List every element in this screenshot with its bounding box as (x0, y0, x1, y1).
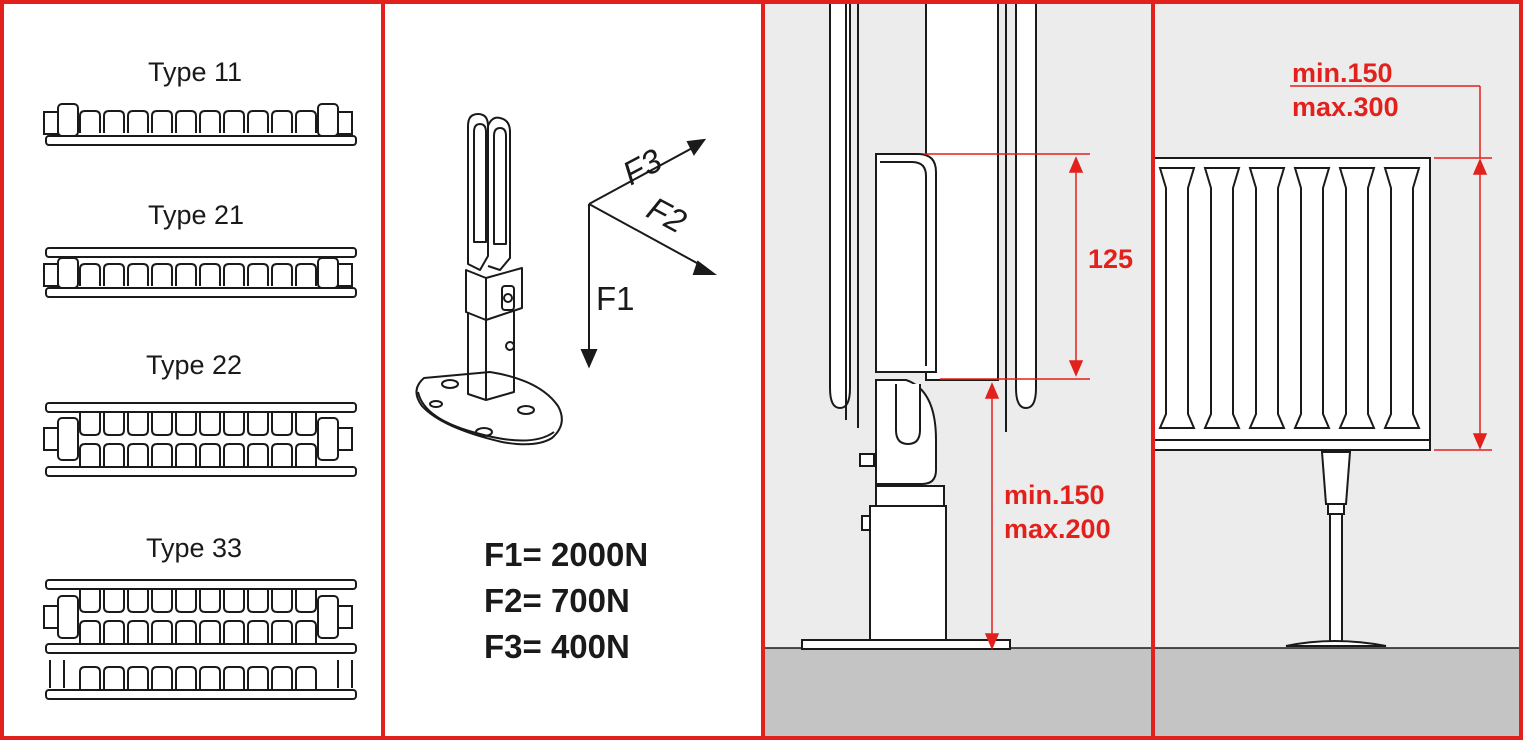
f2-arrow-label: F2 (641, 189, 692, 240)
dim-floor-max: max.200 (1004, 514, 1111, 544)
radiator-sections (43, 103, 357, 700)
front-dimensions (1290, 85, 1492, 451)
separator-2 (761, 0, 765, 740)
dim-floor-min: min.150 (1004, 480, 1105, 510)
force-arrows (580, 138, 717, 369)
front-view-panel: min.150 max.300 (1154, 0, 1523, 740)
force-value-f1: F1= 2000N (484, 536, 649, 573)
dim-height-max: max.300 (1292, 92, 1399, 122)
force-value-f2: F2= 700N (484, 582, 630, 619)
side-view-drawing (764, 0, 1154, 740)
radiator-types-panel: Type 11 Type 21 Type 22 Type 33 (0, 0, 384, 740)
type-21-section (43, 247, 357, 298)
separator-1 (381, 0, 385, 740)
type-33-label: Type 33 (146, 533, 243, 563)
separator-3 (1151, 0, 1155, 740)
bracket-isometric (415, 113, 563, 446)
forces-panel: F3 F2 F1 F1= 2000N F2= 700N F3= 400N (384, 0, 764, 740)
dim-bracket-height: 125 (1088, 244, 1134, 274)
dim-height-min: min.150 (1292, 58, 1393, 88)
type-22-section (43, 402, 357, 477)
floor (1154, 648, 1523, 740)
side-dimensions (924, 153, 1090, 650)
floor (764, 648, 1154, 740)
front-view-drawing (1154, 85, 1523, 740)
force-value-f3: F3= 400N (484, 628, 630, 665)
type-11-section (43, 103, 357, 146)
bracket-drawing: F3 F2 F1 (415, 113, 717, 446)
type-11-label: Type 11 (148, 57, 243, 87)
type-22-label: Type 22 (146, 350, 243, 380)
type-21-label: Type 21 (148, 200, 245, 230)
type-33-section (43, 579, 357, 700)
f1-arrow-label: F1 (596, 280, 635, 317)
side-view-panel: 125 min.150 max.200 (764, 0, 1154, 740)
